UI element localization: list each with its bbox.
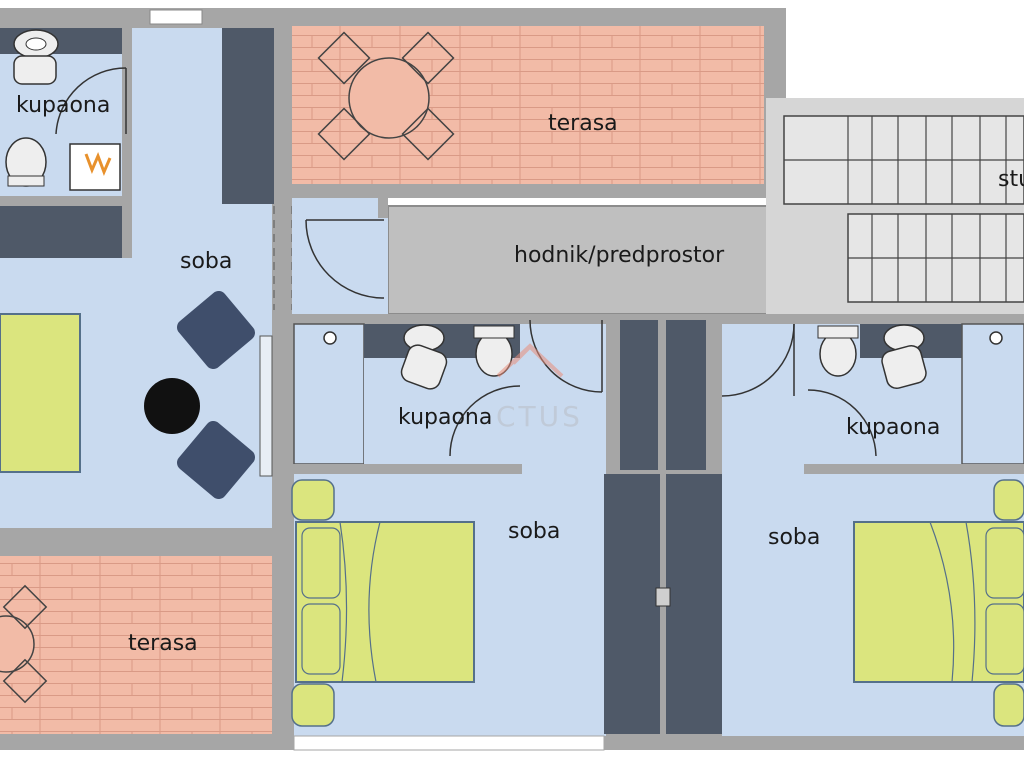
terrace-bottom	[0, 548, 274, 750]
center-room-block	[274, 314, 674, 750]
staircase	[766, 98, 1024, 314]
toilet-icon	[817, 325, 859, 377]
washing-machine-icon	[69, 143, 121, 191]
wardrobe-center	[620, 320, 658, 470]
round-table-icon	[144, 378, 200, 434]
wardrobe-right	[666, 320, 706, 470]
armchair-icon	[177, 291, 255, 369]
bed-center	[291, 479, 475, 727]
shower-icon	[989, 331, 1003, 345]
door-swing-soba-center	[529, 319, 603, 393]
watermark-logo: CTUS	[496, 343, 583, 433]
label-kupaona-right: kupaona	[846, 415, 940, 440]
label-stairs: stu	[998, 167, 1024, 192]
sink-icon	[13, 29, 59, 85]
window-right-soba	[259, 335, 273, 477]
label-soba-left: soba	[180, 249, 232, 274]
wardrobe-right-low	[666, 474, 722, 734]
watermark-text: CTUS	[496, 400, 583, 433]
label-terasa-bottom: terasa	[128, 631, 198, 656]
wardrobe-center-low	[604, 474, 660, 734]
door-swing-kupaona-right	[807, 389, 877, 457]
bed-left	[0, 313, 81, 473]
toilet-icon	[473, 325, 515, 377]
toilet-icon	[5, 137, 47, 187]
left-room-block	[0, 8, 293, 548]
label-soba-center: soba	[508, 519, 560, 544]
door-swing-hodnik	[305, 219, 385, 299]
door-swing-soba-right	[721, 323, 795, 397]
door-swing-kupaona-left	[55, 67, 127, 135]
sink-icon	[881, 324, 927, 390]
label-kupaona-top-left: kupaona	[16, 93, 110, 118]
label-hodnik: hodnik/predprostor	[514, 243, 725, 268]
bed-right	[853, 479, 1024, 727]
label-terasa-top: terasa	[548, 111, 618, 136]
sink-icon	[400, 324, 448, 390]
shower-icon	[323, 331, 337, 345]
wardrobe-column	[222, 28, 274, 204]
armchair-icon	[177, 421, 255, 499]
door-swing-kupaona-center	[449, 385, 521, 457]
window-top-left	[149, 9, 203, 25]
label-kupaona-center: kupaona	[398, 405, 492, 430]
wardrobe-left	[0, 206, 122, 258]
terrace-top	[292, 8, 786, 198]
right-room-block	[655, 314, 1024, 750]
label-soba-right: soba	[768, 525, 820, 550]
